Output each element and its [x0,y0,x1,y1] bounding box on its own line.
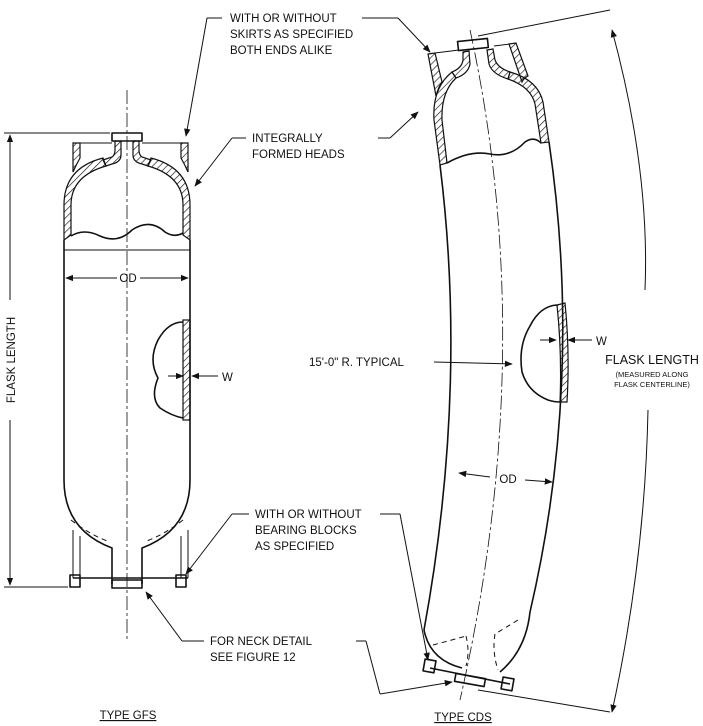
left-top-skirt-r [180,142,189,173]
left-w-label: W [222,372,233,384]
bearing-label-1: WITH OR WITHOUT [255,509,362,521]
bearing-label-2: BEARING BLOCKS [255,525,357,537]
left-neck-wall-r [132,140,152,167]
left-wall-section [182,319,191,421]
flask-length-note-1: (MEASURED ALONG [616,370,689,379]
caption-type-gfs: TYPE GFS [100,710,157,722]
skirts-label-1: WITH OR WITHOUT [230,13,337,25]
callout-bearing: WITH OR WITHOUT BEARING BLOCKS AS SPECIF… [185,509,430,661]
right-bottom-neck [453,672,487,688]
right-w-label: W [596,336,607,348]
left-flask-length-label: FLASK LENGTH [6,317,18,403]
heads-label-1: INTEGRALLY [252,133,323,145]
callout-neck: FOR NECK DETAIL SEE FIGURE 12 [145,591,453,695]
flask-type-cds: OD W 15'-0" R. TYPICAL FLASK LENGTH (MEA… [309,9,699,724]
right-top-neck [456,37,490,52]
neck-label-2: SEE FIGURE 12 [210,652,296,664]
bearing-label-3: AS SPECIFIED [255,541,334,553]
heads-label-2: FORMED HEADS [252,149,345,161]
left-top-neck [111,132,143,142]
neck-label-1: FOR NECK DETAIL [210,636,313,648]
right-od-label: OD [499,474,516,486]
left-head-wall-r [147,157,191,242]
right-wall-section [556,302,569,403]
caption-type-cds: TYPE CDS [434,712,492,724]
left-bearing-block-l [69,574,81,588]
skirts-label-2: SKIRTS AS SPECIFIED [230,29,353,41]
skirts-label-3: BOTH ENDS ALIKE [230,45,333,57]
right-centerline [459,29,504,701]
right-bearing-block-r [500,676,515,692]
right-shell-r [529,141,564,613]
radius-label: 15'-0" R. TYPICAL [309,357,405,369]
left-bottom-neck [111,579,143,589]
right-bearing-block-l [422,658,437,674]
callout-skirts: WITH OR WITHOUT SKIRTS AS SPECIFIED BOTH… [184,13,431,137]
left-top-skirt-l [72,142,81,173]
left-bearing-block-r [175,574,187,588]
left-head-wall-l [63,157,107,242]
right-flask-length-label: FLASK LENGTH [605,353,699,367]
right-shell-l [423,164,452,631]
callout-heads: INTEGRALLY FORMED HEADS [194,111,419,187]
flask-length-note-2: FLASK CENTERLINE) [614,380,690,389]
flask-type-gfs: OD W FLASK LENGTH TYPE GFS [4,90,233,722]
left-neck-wall-l [102,140,122,167]
left-od-label: OD [119,273,136,285]
